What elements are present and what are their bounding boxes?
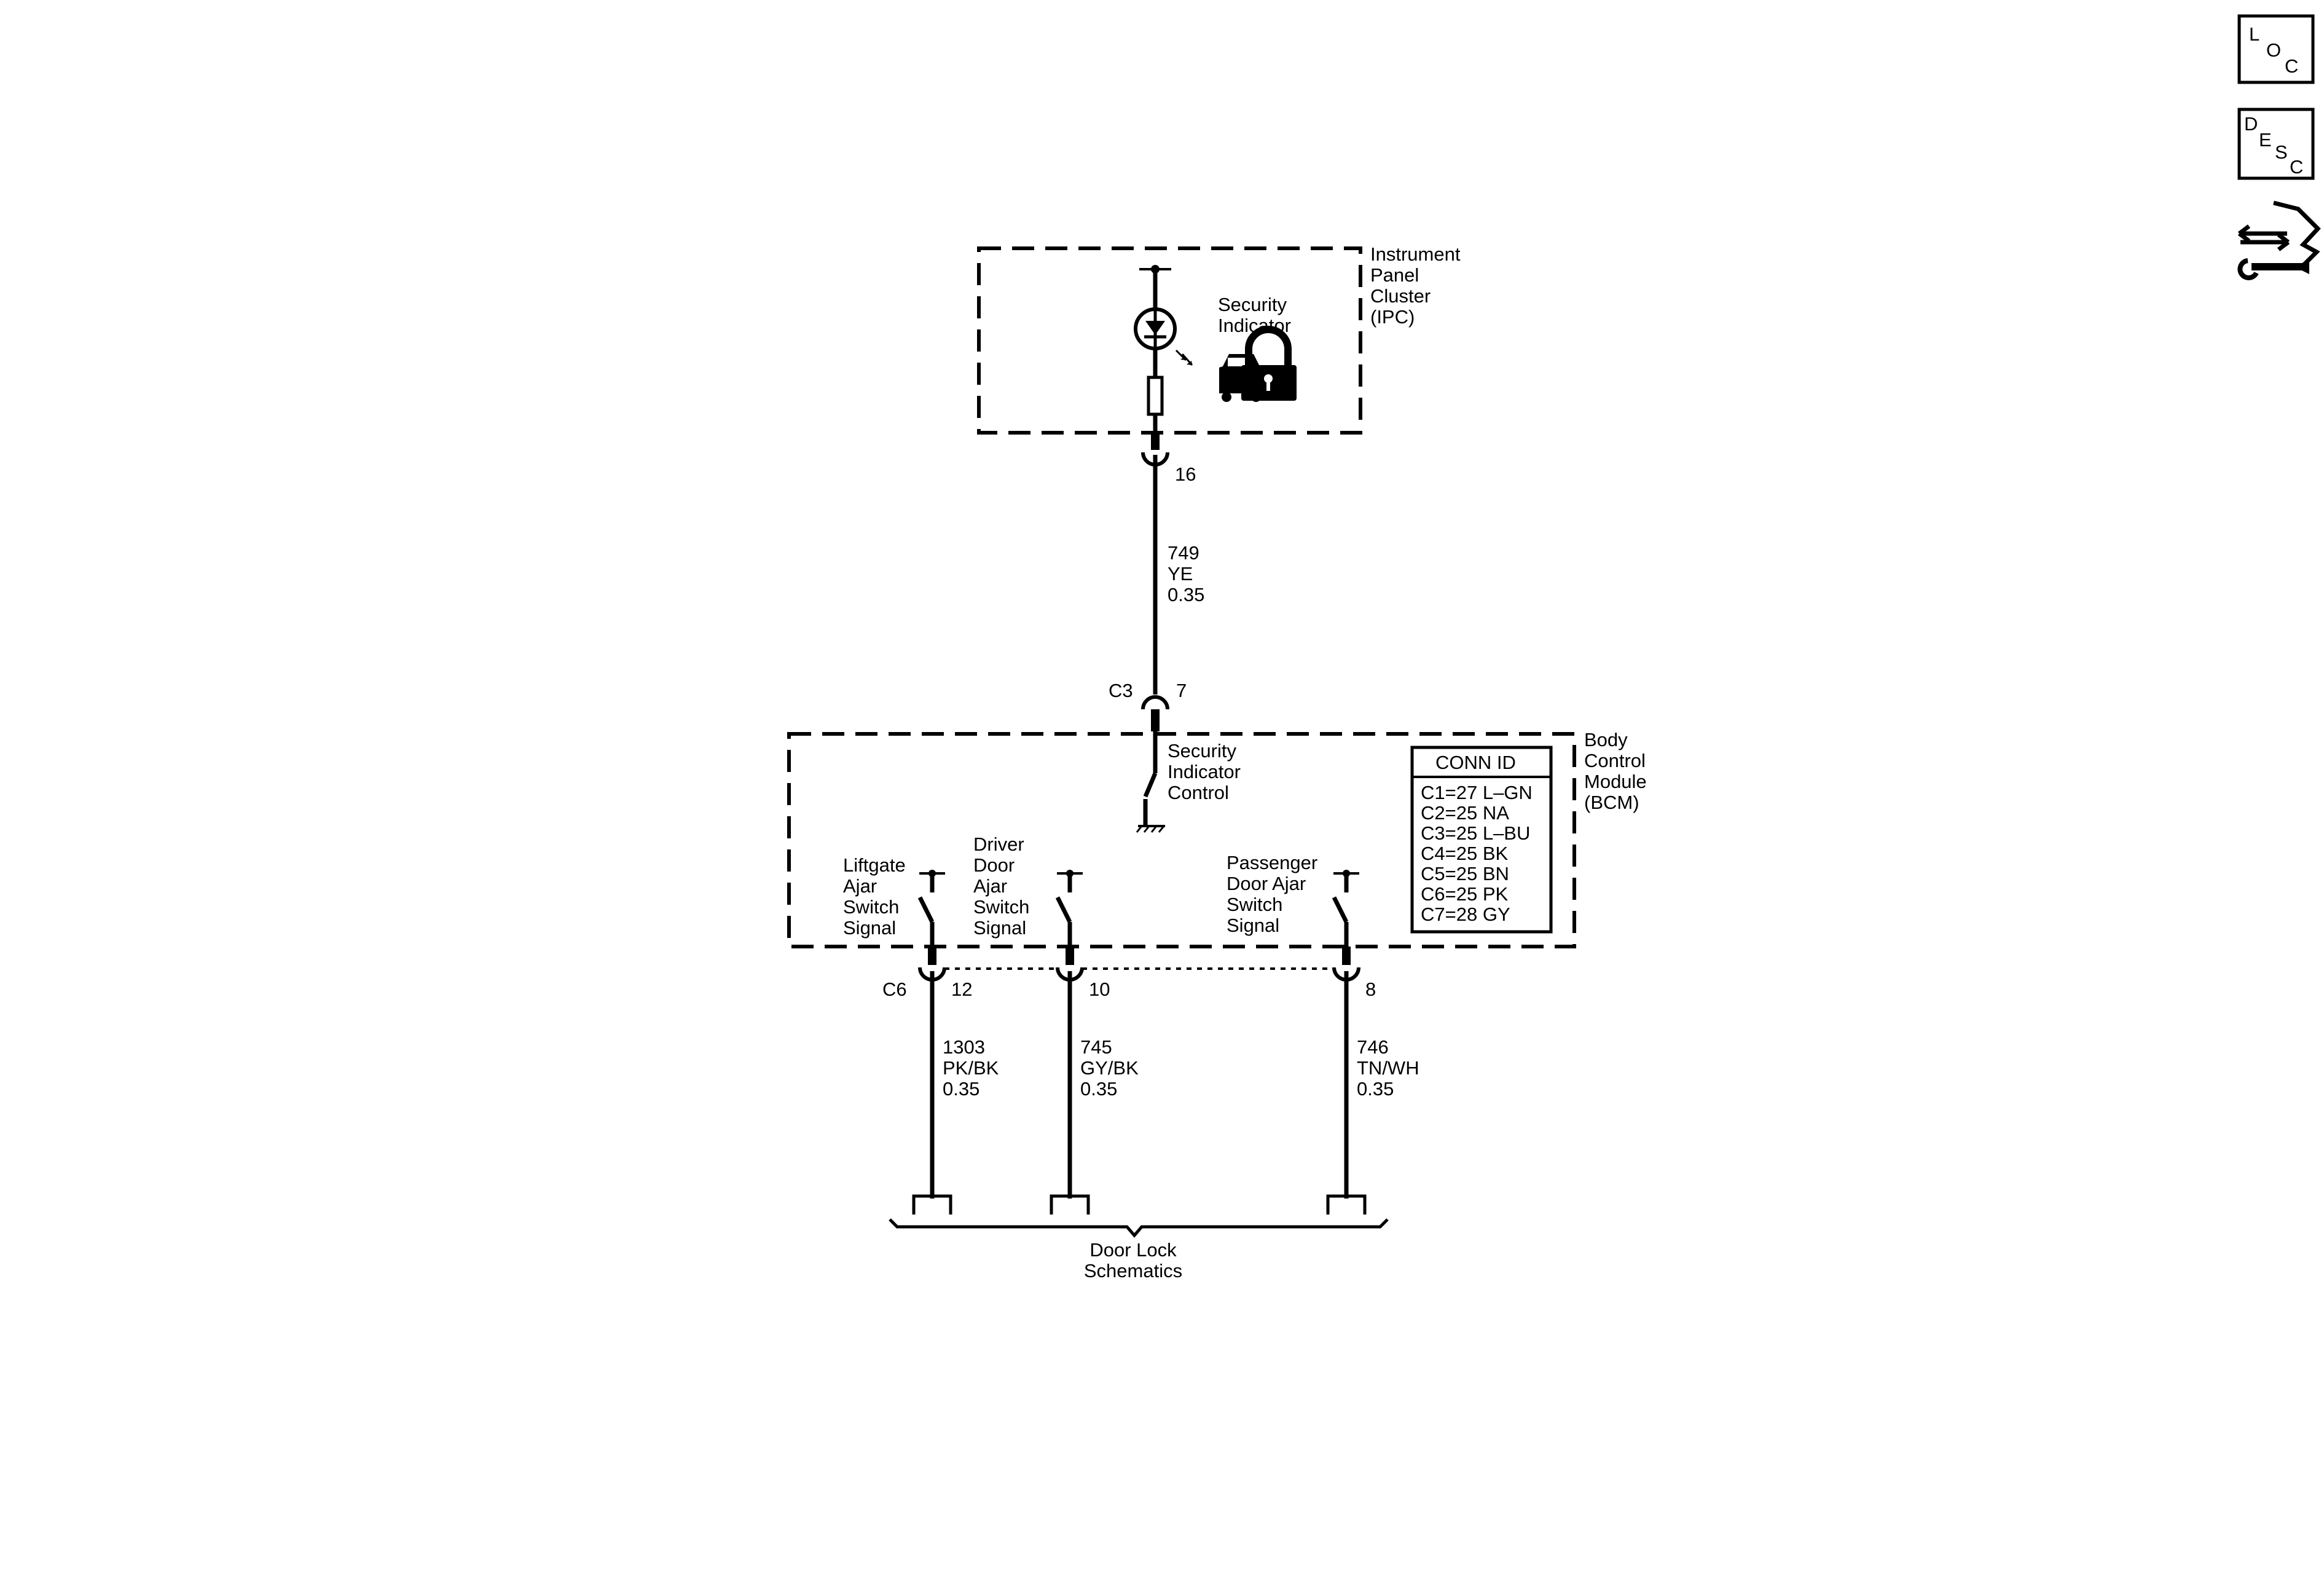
svg-text:0.35: 0.35	[1168, 584, 1204, 605]
svg-text:746: 746	[1357, 1036, 1389, 1058]
wire-1303-label: 1303 PK/BK 0.35	[943, 1036, 999, 1100]
svg-text:Door: Door	[973, 854, 1015, 876]
svg-text:Passenger: Passenger	[1227, 852, 1317, 873]
conn-id-row: C6=25 PK	[1421, 883, 1509, 905]
svg-text:Switch: Switch	[1227, 894, 1282, 915]
ground-icon	[1136, 825, 1165, 833]
c6-pin-12: 12	[951, 979, 972, 1000]
conn-id-row: C4=25 BK	[1421, 843, 1509, 864]
svg-text:Ajar: Ajar	[843, 875, 877, 897]
svg-text:Indicator: Indicator	[1168, 761, 1241, 782]
bcm-title: Body Control Module (BCM)	[1584, 729, 1647, 813]
desc-letter-s: S	[2275, 141, 2288, 163]
destination-brace	[889, 1218, 1389, 1238]
svg-text:(IPC): (IPC)	[1370, 306, 1415, 328]
driver-door-ajar-switch	[1055, 870, 1083, 965]
liftgate-switch-label: Liftgate Ajar Switch Signal	[843, 854, 906, 939]
svg-text:0.35: 0.35	[943, 1078, 979, 1100]
driver-switch-label: Driver Door Ajar Switch Signal	[973, 833, 1029, 939]
svg-text:(BCM): (BCM)	[1584, 792, 1639, 813]
wire-745-label: 745 GY/BK 0.35	[1080, 1036, 1139, 1100]
desc-button[interactable]: D E S C	[2237, 108, 2315, 180]
conn-id-row: C2=25 NA	[1421, 802, 1509, 824]
svg-text:Switch: Switch	[843, 896, 899, 918]
svg-text:Control: Control	[1584, 750, 1646, 771]
conn-id-row: C7=28 GY	[1421, 904, 1510, 925]
svg-text:Liftgate: Liftgate	[843, 854, 906, 876]
security-indicator-control-label: Security Indicator Control	[1168, 740, 1241, 803]
passenger-switch-label: Passenger Door Ajar Switch Signal	[1227, 852, 1317, 936]
desc-letter-c: C	[2290, 156, 2303, 178]
loc-letter-o: O	[2266, 39, 2281, 61]
door-lock-terminal	[1326, 1194, 1367, 1215]
svg-text:Signal: Signal	[843, 917, 896, 939]
ipc-title: Instrument Panel Cluster (IPC)	[1370, 243, 1461, 328]
c6-pin-10: 10	[1089, 979, 1110, 1000]
loc-letter-l: L	[2249, 23, 2259, 45]
svg-text:Body: Body	[1584, 729, 1628, 750]
svg-text:TN/WH: TN/WH	[1357, 1057, 1419, 1079]
c3-connector-id: C3	[1109, 680, 1133, 701]
svg-text:Signal: Signal	[973, 917, 1026, 939]
svg-text:Signal: Signal	[1227, 915, 1279, 936]
svg-text:Switch: Switch	[973, 896, 1029, 918]
svg-text:Control: Control	[1168, 782, 1229, 803]
svg-text:Module: Module	[1584, 771, 1647, 792]
ipc-pin-number: 16	[1175, 463, 1196, 485]
svg-text:Schematics: Schematics	[1084, 1260, 1182, 1282]
svg-text:YE: YE	[1168, 563, 1193, 585]
loc-letter-c: C	[2285, 55, 2298, 77]
c6-pin-8: 8	[1365, 979, 1376, 1000]
desc-letter-e: E	[2259, 129, 2272, 151]
car-padlock-icon	[1219, 326, 1297, 402]
svg-text:Door Lock: Door Lock	[1089, 1239, 1177, 1261]
door-lock-terminal	[912, 1194, 952, 1215]
liftgate-ajar-switch	[917, 870, 945, 965]
svg-text:745: 745	[1080, 1036, 1112, 1058]
conn-id-row: C3=25 L–BU	[1421, 822, 1530, 844]
svg-text:Driver: Driver	[973, 833, 1024, 855]
svg-text:Door Ajar: Door Ajar	[1227, 873, 1306, 894]
svg-text:Security: Security	[1168, 740, 1236, 762]
resistor-icon	[1147, 376, 1164, 416]
svg-text:0.35: 0.35	[1080, 1078, 1117, 1100]
svg-text:Instrument: Instrument	[1370, 243, 1461, 265]
conn-id-row: C1=27 L–GN	[1421, 782, 1533, 803]
svg-text:PK/BK: PK/BK	[943, 1057, 999, 1079]
svg-text:Ajar: Ajar	[973, 875, 1007, 897]
led-icon	[1134, 307, 1193, 366]
passenger-door-ajar-switch	[1332, 870, 1359, 965]
ipc-module-outline	[977, 246, 1362, 435]
wire-749-label: 749 YE 0.35	[1168, 542, 1204, 605]
c3-pin-7-connector	[1141, 695, 1169, 710]
door-lock-terminal	[1050, 1194, 1090, 1215]
security-control-switch	[1143, 772, 1158, 798]
c6-connector	[918, 967, 1360, 982]
c6-connector-id: C6	[882, 979, 907, 1000]
conn-id-row: C5=25 BN	[1421, 863, 1509, 884]
desc-letter-d: D	[2244, 113, 2258, 135]
svg-text:749: 749	[1168, 542, 1199, 564]
conn-id-table: CONN ID C1=27 L–GN C2=25 NA C3=25 L–BU C…	[1410, 746, 1553, 934]
svg-text:Panel: Panel	[1370, 264, 1419, 286]
conn-id-header: CONN ID	[1435, 752, 1516, 773]
wiring-connector-tool-icon[interactable]	[2237, 200, 2321, 280]
svg-text:GY/BK: GY/BK	[1080, 1057, 1139, 1079]
door-lock-schematics-link[interactable]: Door Lock Schematics	[1084, 1239, 1182, 1282]
wire-746-label: 746 TN/WH 0.35	[1357, 1036, 1419, 1100]
loc-button[interactable]: L O C	[2237, 14, 2315, 84]
svg-text:Cluster: Cluster	[1370, 285, 1431, 307]
svg-text:Security: Security	[1218, 294, 1287, 315]
svg-text:1303: 1303	[943, 1036, 985, 1058]
svg-text:0.35: 0.35	[1357, 1078, 1394, 1100]
c3-pin-number: 7	[1176, 680, 1187, 701]
